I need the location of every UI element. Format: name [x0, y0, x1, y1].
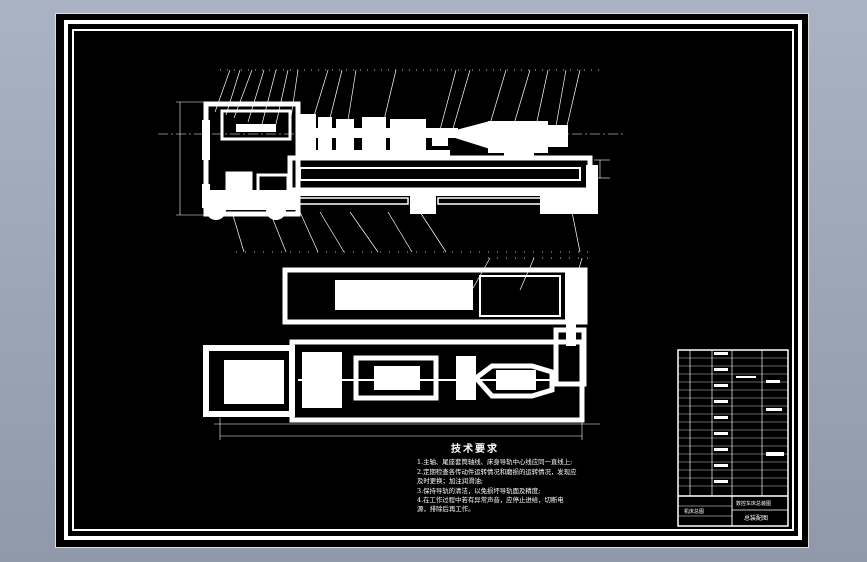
top-view-bed: [282, 257, 590, 325]
title-block-drawing-name: 总装配图: [744, 515, 769, 522]
tech-req-line-5: 4.在工作过程中若有异常声音，应停止进给，切断电: [417, 496, 564, 504]
title-block-line-2: 机床总图: [684, 509, 705, 515]
tech-req-line-3: 及时更换；加注润滑油;: [417, 477, 484, 485]
title-block-line-1: 数控车床总装图: [736, 501, 772, 507]
outer-frame: [64, 20, 802, 540]
plan-view: [203, 322, 600, 440]
tech-req-line-6: 源，排除后再工作。: [417, 505, 475, 513]
inner-frame: [72, 29, 794, 531]
parts-list-table: [677, 349, 789, 527]
tech-req-line-2: 2.定期检查各传动件运转情况和磨损的运转情况，发现应: [417, 468, 577, 476]
front-view: [158, 69, 625, 253]
tech-req-title: 技术要求: [451, 444, 499, 455]
tech-req-line-4: 3.保持导轨的清洁，以免损坏导轨面及精度;: [417, 487, 541, 495]
tech-req-line-1: 1.主轴、尾座套筒轴线、床身导轨中心线应同一直线上;: [417, 458, 573, 466]
